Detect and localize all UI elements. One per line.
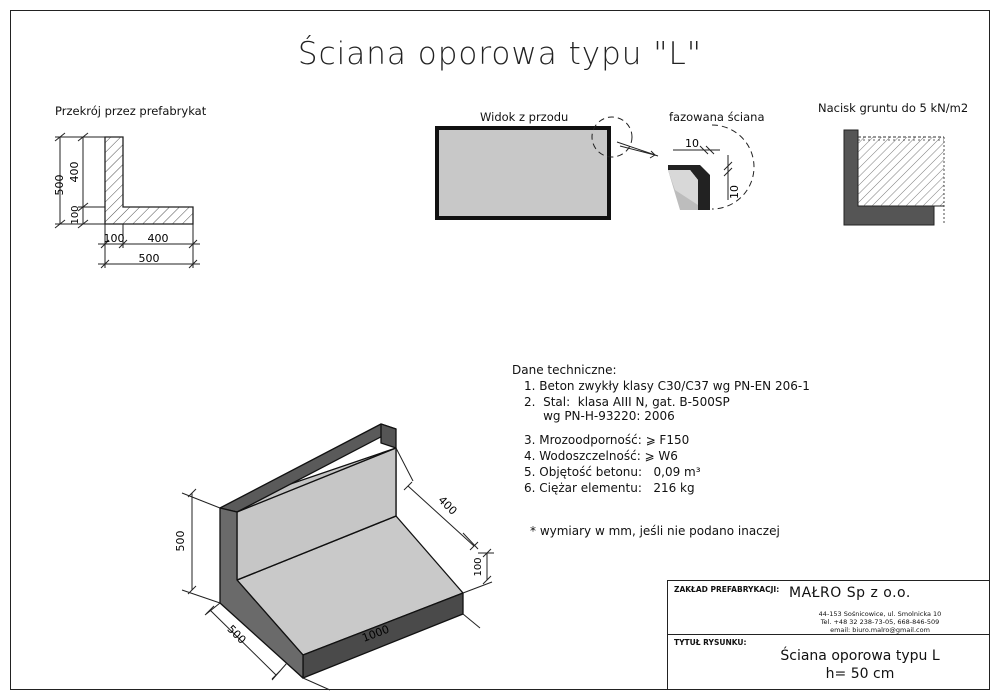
tech-item-5: 5. Objętość betonu: 0,09 m³ <box>524 465 701 479</box>
company-name: MAŁRO Sp z o.o. <box>789 585 911 601</box>
chamfer-dim-b: 10 <box>728 185 741 199</box>
title-block <box>667 580 990 690</box>
technical-data-block: Dane techniczne: 1. Beton zwykły klasy C… <box>512 362 810 496</box>
tech-item-2: 2. Stal: klasa AIII N, gat. B-500SP <box>524 395 730 409</box>
title-block-divider <box>667 634 990 635</box>
tech-item-2-cont: wg PN-H-93220: 2006 <box>524 409 675 423</box>
dim-width-wall: 100 <box>104 232 125 245</box>
plant-label: ZAKŁAD PREFABRYKACJI: <box>674 585 780 594</box>
section-label: Przekrój przez prefabrykat <box>55 104 207 118</box>
front-view-panel <box>435 126 611 220</box>
chamfer-dim-a: 10 <box>685 137 699 150</box>
drawing-sheet-border <box>10 10 990 690</box>
chamfer-dimension-lines <box>673 145 733 200</box>
section-dimension-lines <box>54 132 200 269</box>
chamfer-label: fazowana ściana <box>669 110 765 124</box>
dim-width-total: 500 <box>139 252 160 265</box>
iso-dim-base: 100 <box>473 557 484 576</box>
detail-callout <box>591 116 659 159</box>
iso-dim-height: 500 <box>174 531 187 552</box>
company-phone: Tel. +48 32 238-73-05, 668-846-509 <box>820 618 940 626</box>
isometric-dimension-lines <box>181 447 494 691</box>
isometric-retaining-wall <box>219 423 464 679</box>
company-email: email: biuro.malro@gmail.com <box>830 626 930 634</box>
tech-heading: Dane techniczne: <box>512 363 617 377</box>
dim-height-wall: 400 <box>68 162 81 183</box>
l-section-profile <box>104 136 194 225</box>
drawing-title-label: TYTUŁ RYSUNKU: <box>674 638 747 647</box>
drawing-title: Ściana oporowa typu "L" <box>297 36 703 72</box>
drawing-name: Ściana oporowa typu L <box>780 648 940 664</box>
dim-width-base: 400 <box>148 232 169 245</box>
tech-item-1: 1. Beton zwykły klasy C30/C37 wg PN-EN 2… <box>524 379 810 393</box>
dim-height-total: 500 <box>53 175 66 196</box>
company-address: 44-153 Sośnicowice, ul. Smolnicka 10 <box>818 610 942 618</box>
dim-height-base: 100 <box>70 205 81 224</box>
tech-item-3: 3. Mrozoodporność: ⩾ F150 <box>524 433 690 447</box>
front-view-label: Widok z przodu <box>480 110 569 124</box>
soil-pressure-label: Nacisk gruntu do 5 kN/m2 <box>818 101 969 115</box>
tech-item-6: 6. Ciężar elementu: 216 kg <box>524 481 695 495</box>
chamfer-detail <box>668 124 755 210</box>
tech-item-4: 4. Wodoszczelność: ⩾ W6 <box>524 449 678 463</box>
soil-pressure-diagram <box>843 129 945 226</box>
drawing-height: h= 50 cm <box>825 666 895 682</box>
dimensions-note: * wymiary w mm, jeśli nie podano inaczej <box>530 524 780 538</box>
